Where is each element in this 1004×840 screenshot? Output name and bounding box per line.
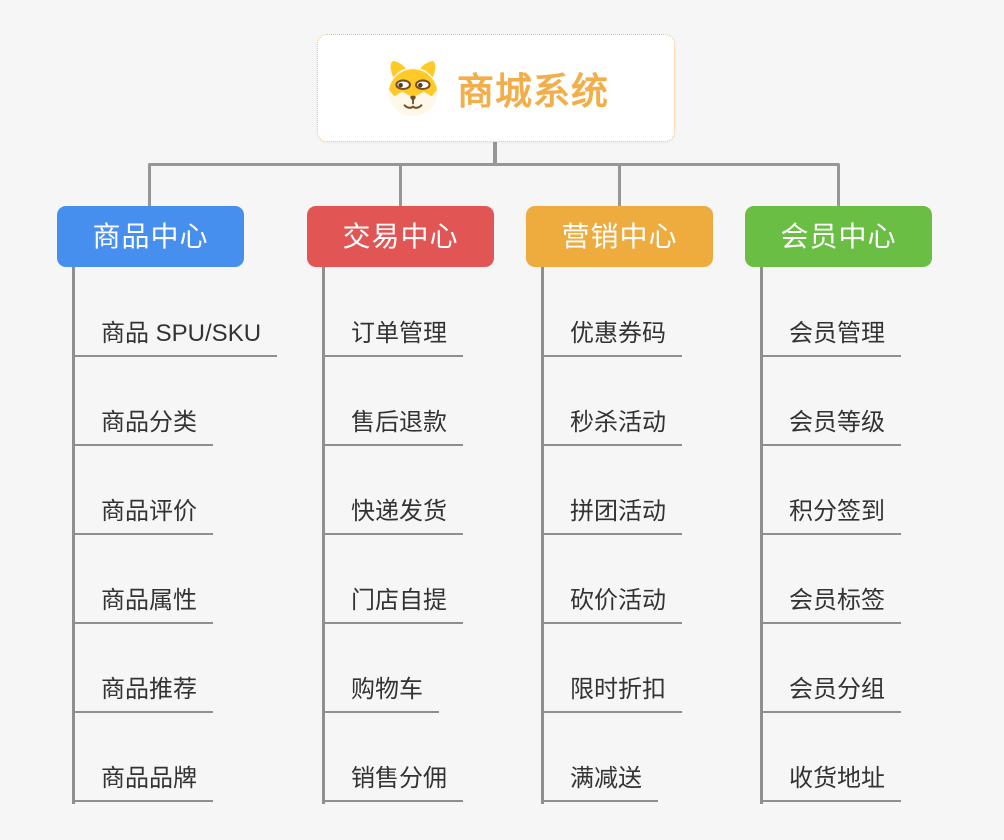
branch-column-trade: 交易中心 订单管理 售后退款 快递发货 门店自提 购物车 销售分佣 <box>307 206 557 840</box>
branch-column-product: 商品中心 商品 SPU/SKU 商品分类 商品评价 商品属性 商品推荐 商品品牌 <box>57 206 307 840</box>
branch-node-product-center[interactable]: 商品中心 <box>57 206 244 267</box>
mindmap-node[interactable]: 销售分佣 <box>322 756 463 802</box>
mindmap-node[interactable]: 商品评价 <box>72 489 213 535</box>
mindmap-node[interactable]: 售后退款 <box>322 400 463 446</box>
branch-node-trade-center[interactable]: 交易中心 <box>307 206 494 267</box>
root-title: 商城系统 <box>457 71 609 112</box>
mindmap-node[interactable]: 收货地址 <box>760 756 901 802</box>
connector-root-stem <box>493 141 497 164</box>
branch-node-marketing-center[interactable]: 营销中心 <box>526 206 713 267</box>
mindmap-node[interactable]: 满减送 <box>541 756 658 802</box>
mindmap-node[interactable]: 会员标签 <box>760 578 901 624</box>
mindmap-node[interactable]: 秒杀活动 <box>541 400 682 446</box>
connector-drop-product <box>148 165 151 207</box>
mindmap-node[interactable]: 商品属性 <box>72 578 213 624</box>
mindmap-node[interactable]: 门店自提 <box>322 578 463 624</box>
mindmap-node[interactable]: 订单管理 <box>322 311 463 357</box>
connector-drop-member <box>837 165 840 207</box>
connector-trunk-product <box>72 267 75 804</box>
mindmap-node[interactable]: 会员分组 <box>760 667 901 713</box>
branch-column-marketing: 营销中心 优惠券码 秒杀活动 拼团活动 砍价活动 限时折扣 满减送 <box>526 206 776 840</box>
mindmap-node[interactable]: 商品分类 <box>72 400 213 446</box>
connector-horizontal-bar <box>148 163 840 166</box>
mindmap-node[interactable]: 限时折扣 <box>541 667 682 713</box>
shiba-dog-icon <box>383 59 443 117</box>
mindmap-node[interactable]: 购物车 <box>322 667 439 713</box>
mindmap-node[interactable]: 优惠券码 <box>541 311 682 357</box>
connector-drop-marketing <box>618 165 621 207</box>
connector-trunk-member <box>760 267 763 804</box>
mindmap-node[interactable]: 商品 SPU/SKU <box>72 311 278 357</box>
mindmap-node[interactable]: 会员等级 <box>760 400 901 446</box>
connector-drop-trade <box>399 165 402 207</box>
mindmap-node[interactable]: 积分签到 <box>760 489 901 535</box>
root-node[interactable]: 商城系统 <box>317 34 675 142</box>
mindmap-node[interactable]: 商品品牌 <box>72 756 213 802</box>
mindmap-node[interactable]: 快递发货 <box>322 489 463 535</box>
mindmap-node[interactable]: 拼团活动 <box>541 489 682 535</box>
mindmap-node[interactable]: 会员管理 <box>760 311 901 357</box>
mindmap-node[interactable]: 砍价活动 <box>541 578 682 624</box>
connector-trunk-trade <box>322 267 325 804</box>
mindmap-node[interactable]: 商品推荐 <box>72 667 213 713</box>
connector-trunk-marketing <box>541 267 544 804</box>
branch-node-member-center[interactable]: 会员中心 <box>745 206 932 267</box>
branch-column-member: 会员中心 会员管理 会员等级 积分签到 会员标签 会员分组 收货地址 <box>745 206 995 840</box>
